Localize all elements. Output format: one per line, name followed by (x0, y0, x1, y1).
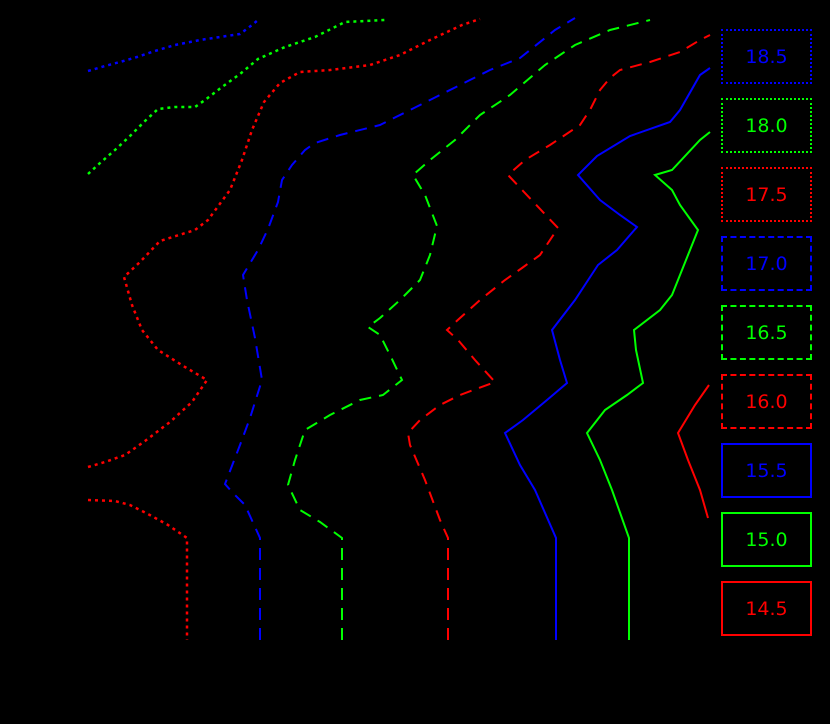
contour-14-5 (676, 384, 710, 519)
contour-15-5 (503, 67, 711, 640)
legend-label: 18.0 (745, 114, 788, 137)
legend-item-14-5: 14.5 (721, 581, 812, 636)
legend-label: 16.5 (745, 321, 788, 344)
legend-item-17-5: 17.5 (721, 167, 812, 222)
contour-15-0 (585, 131, 711, 640)
legend-item-16-0: 16.0 (721, 374, 812, 429)
contour-18-5 (87, 19, 259, 73)
contour-16-0 (406, 34, 711, 640)
legend-label: 18.5 (745, 45, 788, 68)
legend-label: 16.0 (745, 390, 788, 413)
legend-item-18-5: 18.5 (721, 29, 812, 84)
legend-item-16-5: 16.5 (721, 305, 812, 360)
contour-17-0 (223, 17, 576, 640)
contour-17-5 (87, 17, 481, 469)
legend-label: 14.5 (745, 597, 788, 620)
legend-label: 17.5 (745, 183, 788, 206)
legend-item-15-5: 15.5 (721, 443, 812, 498)
legend-item-17-0: 17.0 (721, 236, 812, 291)
legend-label: 15.5 (745, 459, 788, 482)
legend-label: 15.0 (745, 528, 788, 551)
legend-label: 17.0 (745, 252, 788, 275)
contour-16-5 (286, 19, 651, 640)
legend-item-15-0: 15.0 (721, 512, 812, 567)
legend-item-18-0: 18.0 (721, 98, 812, 153)
contour-lines (87, 17, 711, 640)
